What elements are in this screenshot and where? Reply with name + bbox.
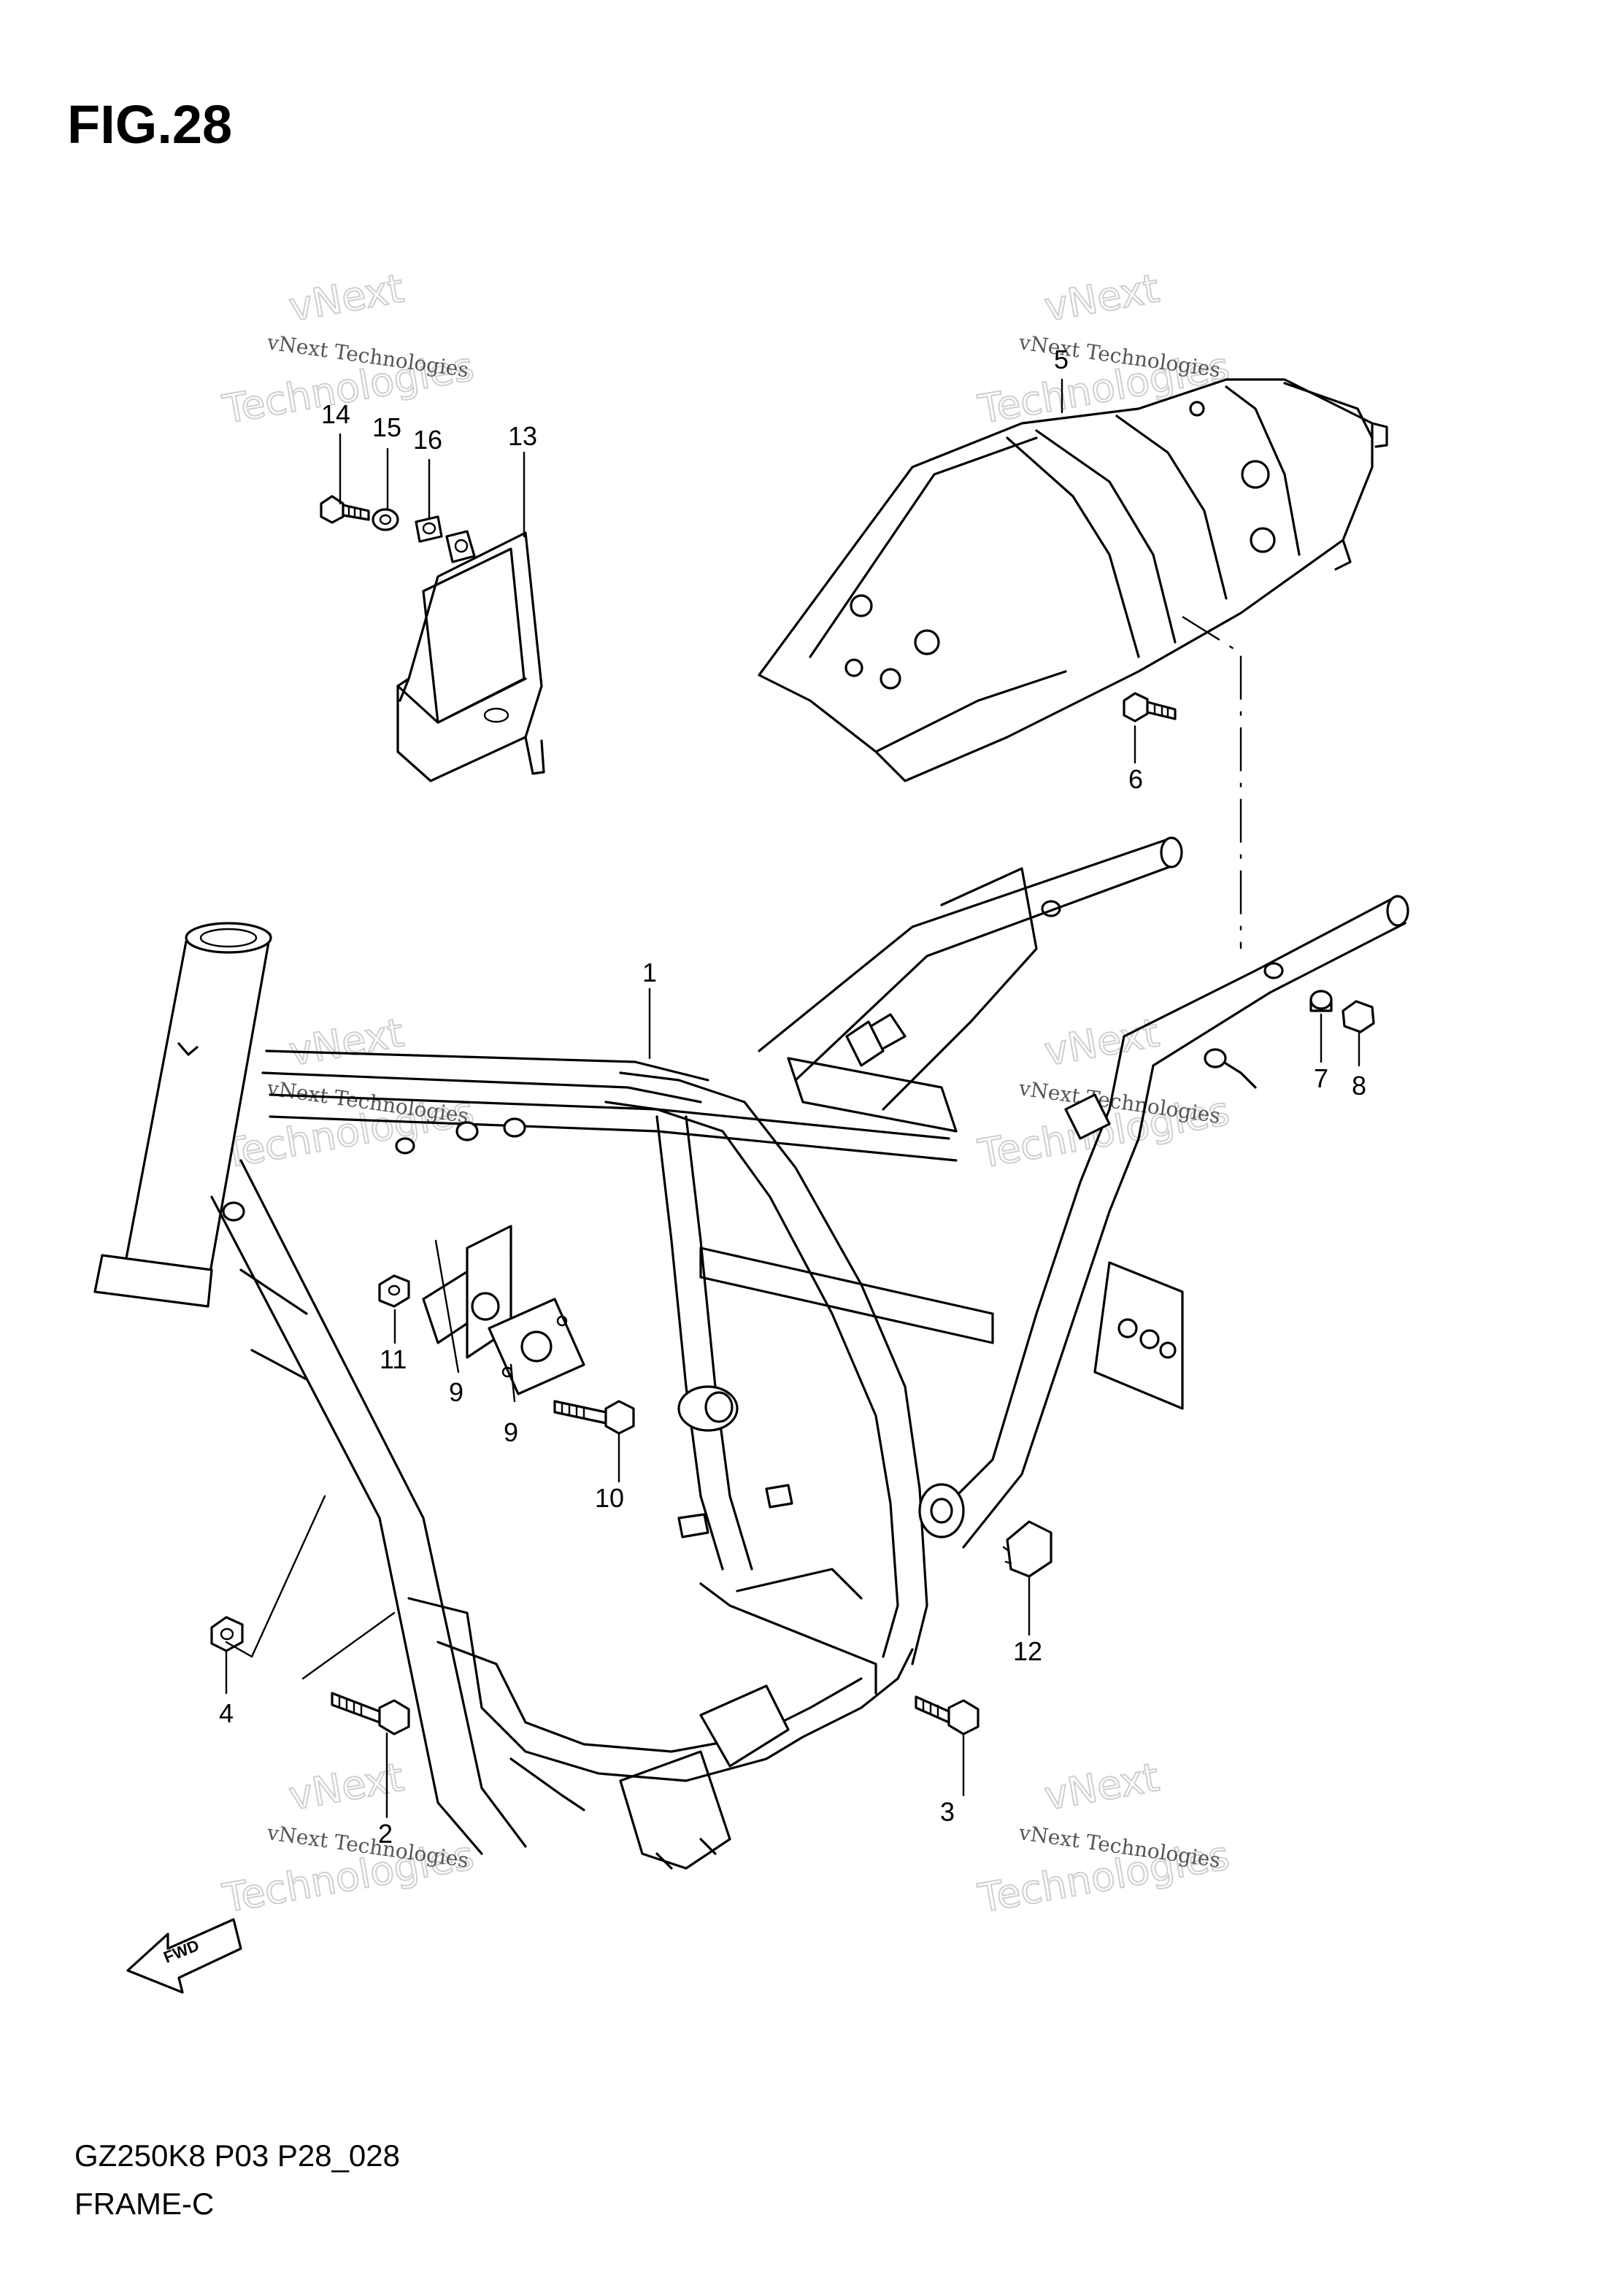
callout-9b: 9 [504,1417,518,1447]
part-6-bolt [1123,692,1177,723]
callout-1: 1 [642,958,657,987]
part-4-nut [210,1616,244,1652]
part-16-grommet [415,515,443,543]
svg-text:vNext: vNext [1041,1754,1162,1819]
svg-text:vNext: vNext [285,265,407,330]
watermark-mid-left: Technologies vNext Technologies vNext [218,1009,478,1178]
part-15-washer [372,508,399,531]
part-13-bracket [396,530,545,782]
callout-7: 7 [1314,1063,1328,1093]
part-12-cap [1002,1520,1052,1578]
figure-title: FIG.28 [67,94,233,155]
callout-2: 2 [378,1819,393,1849]
callout-11: 11 [380,1344,407,1374]
callout-8: 8 [1352,1071,1366,1101]
part-1-frame [93,836,1409,1870]
leader-lines [225,378,1361,1819]
part-14-bolt [320,495,370,524]
callout-14: 14 [321,399,350,429]
callout-15: 15 [372,412,401,442]
part-5-rear-fender [758,378,1388,782]
svg-text:vNext: vNext [1041,265,1162,330]
callout-3: 3 [940,1797,955,1827]
callout-9a: 9 [449,1377,463,1407]
part-3-bolt [915,1695,980,1736]
watermark-bottom-right: Technologies vNext Technologies vNext [974,1753,1234,1922]
leader-5-to-frame [1182,615,1242,949]
callout-6: 6 [1128,764,1143,794]
callout-5: 5 [1054,344,1069,374]
model-code: GZ250K8 P03 P28_028 [74,2138,401,2173]
section-name: FRAME-C [74,2187,215,2221]
svg-text:vNext: vNext [285,1754,407,1819]
callout-16: 16 [413,425,442,455]
fwd-arrow-icon: FWD [126,1918,242,1994]
callout-10: 10 [595,1483,624,1513]
watermark-top-right: Technologies vNext Technologies vNext [974,264,1234,434]
part-10-bolt [553,1400,635,1435]
callout-4: 4 [219,1698,234,1728]
callout-12: 12 [1013,1636,1042,1666]
rear-stud [1204,1048,1257,1089]
part-7-collar [1309,990,1333,1012]
svg-text:vNext: vNext [285,1009,407,1074]
callout-numbers: 1 2 3 4 5 6 7 8 9 9 10 11 12 13 14 15 16 [219,344,1366,1849]
part-11-nut [378,1274,410,1308]
watermark-mid-right: Technologies vNext Technologies vNext [974,1009,1234,1178]
callout-13: 13 [508,421,537,451]
watermark-bottom-left: Technologies vNext Technologies vNext [218,1753,478,1922]
svg-text:vNext: vNext [1041,1009,1162,1074]
part-8-cap-nut [1342,1000,1375,1033]
part-2-bolt [331,1692,410,1736]
